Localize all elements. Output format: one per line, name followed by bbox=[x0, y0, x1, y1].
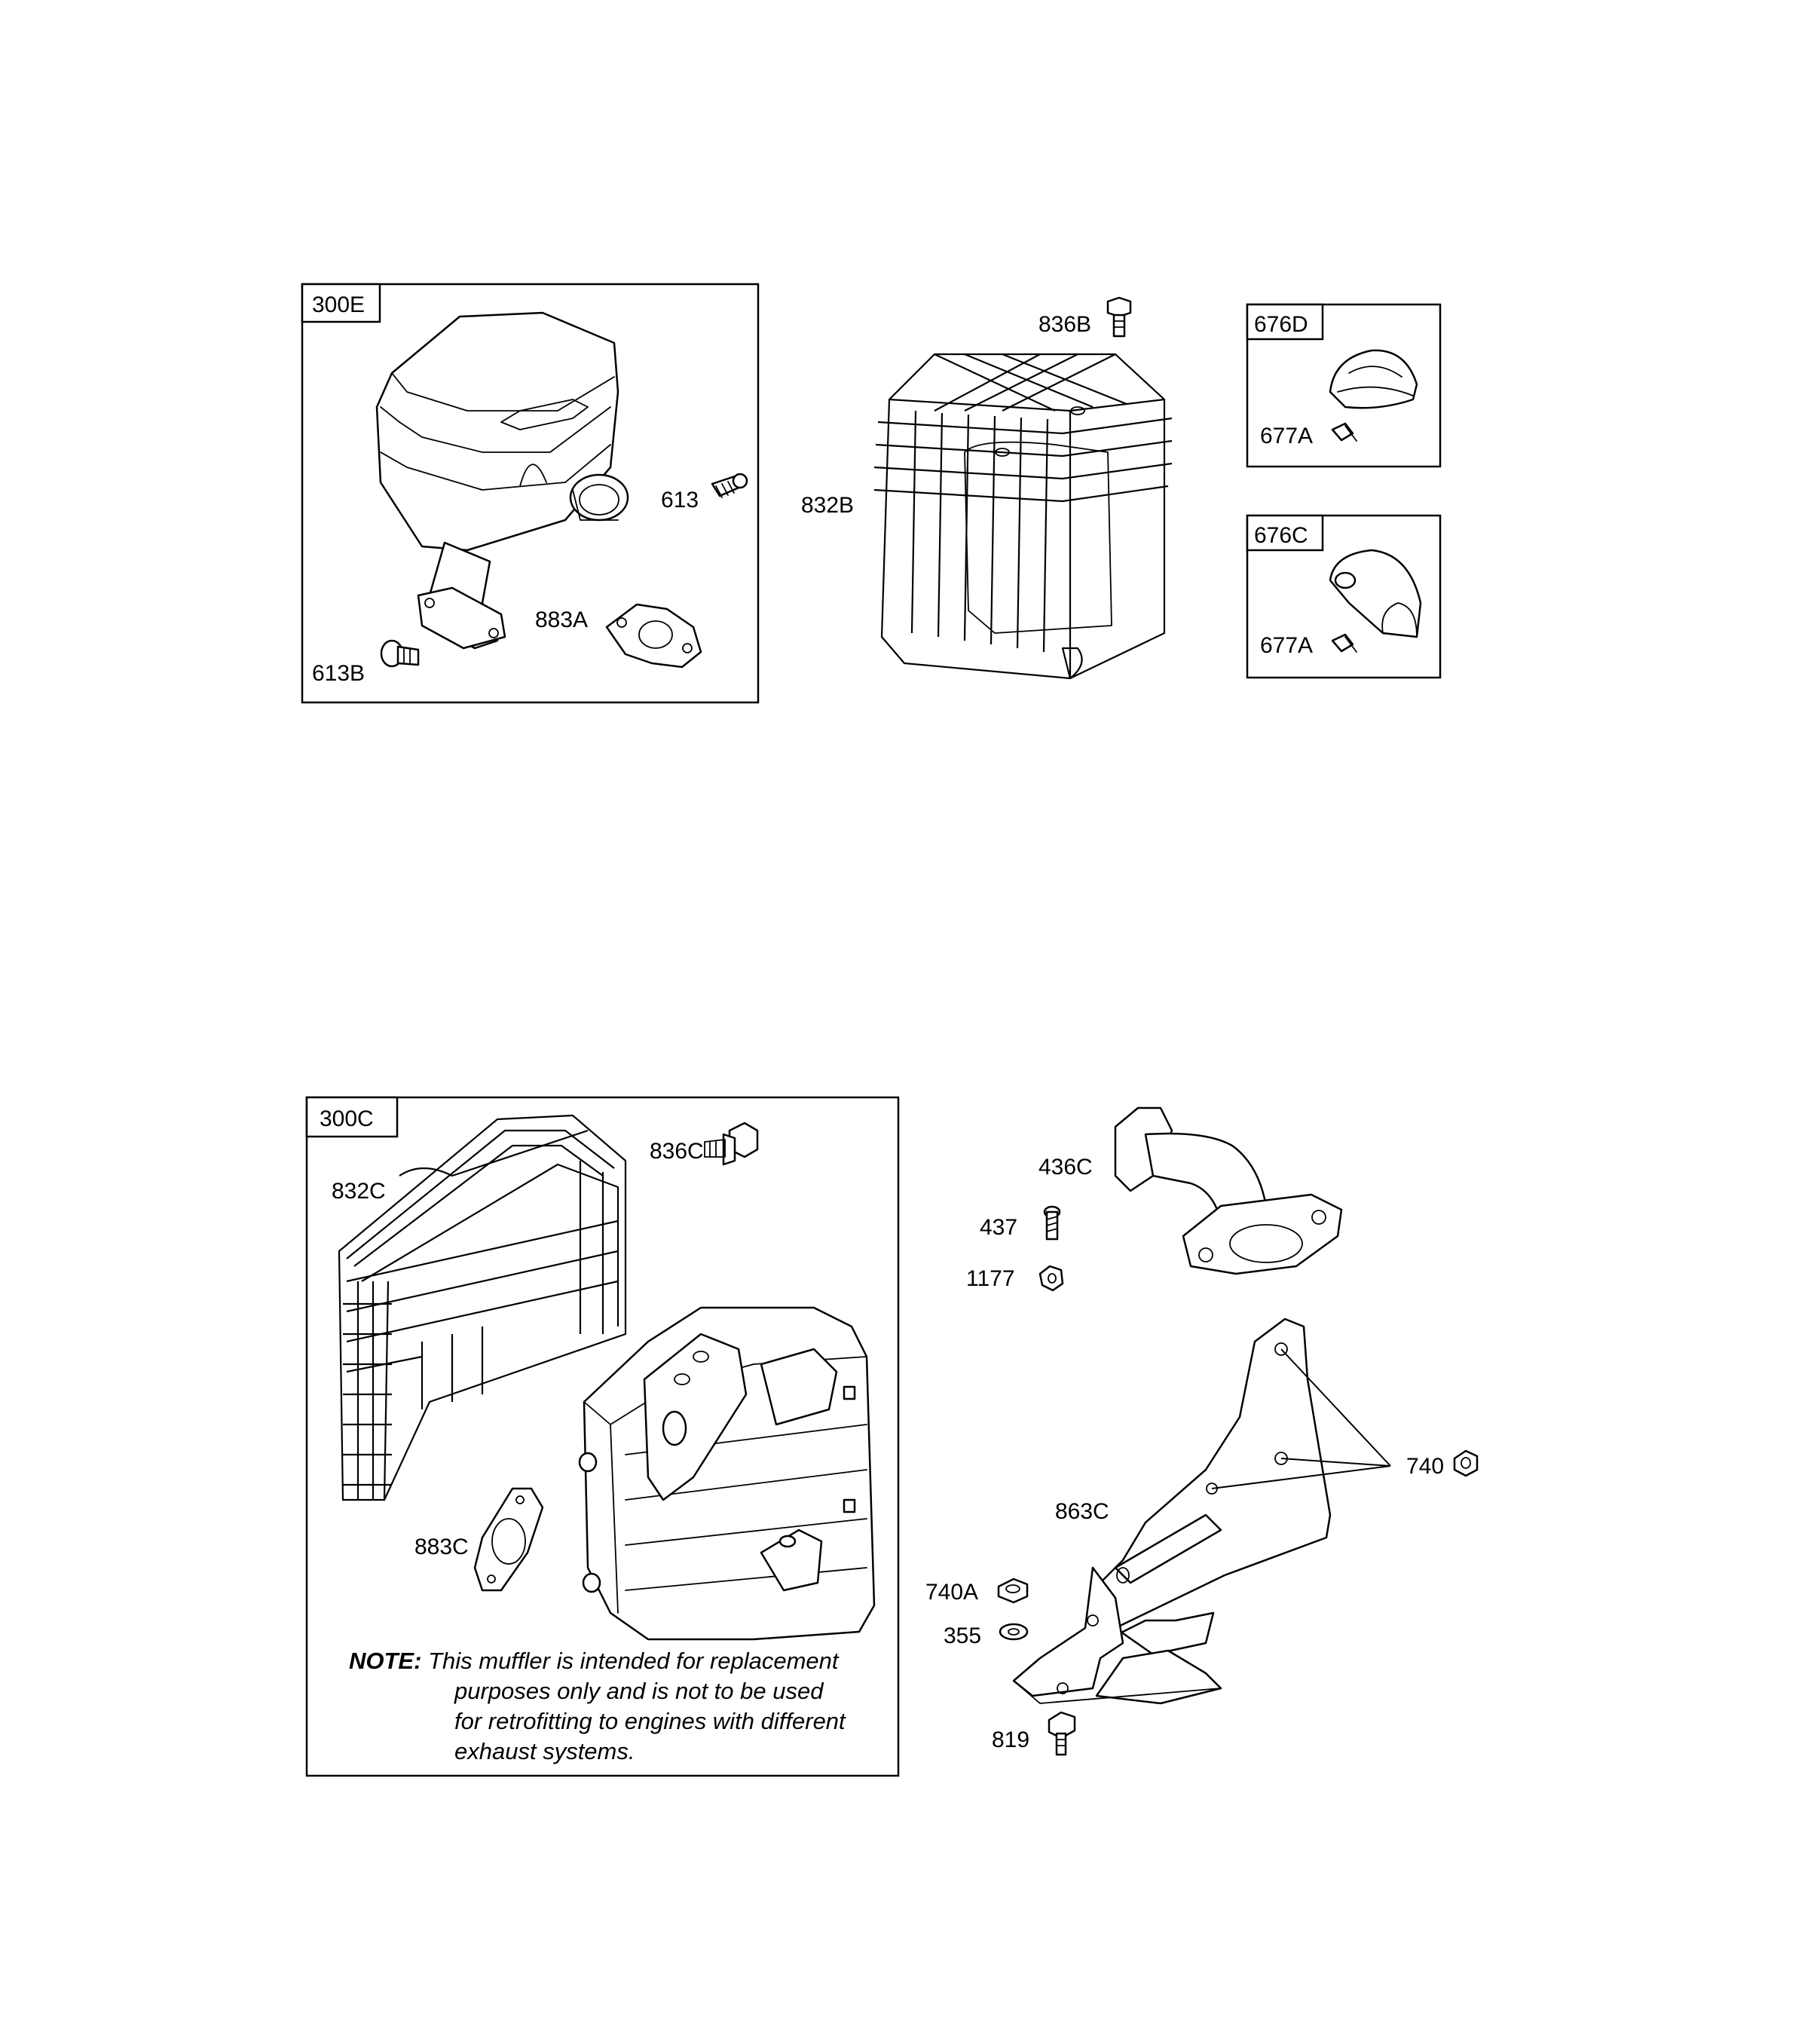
kit-300c-box bbox=[305, 1096, 900, 1777]
gasket-883a bbox=[605, 603, 702, 669]
nut-740a bbox=[997, 1578, 1029, 1604]
kit-676d-tag bbox=[1246, 303, 1324, 341]
label-437: 437 bbox=[980, 1215, 1017, 1240]
bolt-819 bbox=[1048, 1711, 1076, 1756]
kit-676c-tag bbox=[1246, 514, 1324, 552]
label-836b: 836B bbox=[1038, 312, 1091, 337]
label-832c: 832C bbox=[332, 1179, 386, 1204]
wire-cage-832c bbox=[338, 1114, 627, 1501]
label-836c: 836C bbox=[650, 1139, 704, 1164]
wire-cage-832b bbox=[873, 353, 1173, 680]
bolt-613b bbox=[380, 639, 420, 668]
replacement-note: NOTE: This muffler is intended for repla… bbox=[349, 1646, 892, 1767]
label-740a: 740A bbox=[925, 1580, 978, 1605]
kit-300e-tag bbox=[301, 283, 381, 323]
label-740: 740 bbox=[1406, 1454, 1444, 1479]
label-613b: 613B bbox=[312, 661, 365, 686]
label-1177: 1177 bbox=[966, 1266, 1015, 1291]
kit-676d-box bbox=[1246, 303, 1442, 468]
kit-300e-group: 300E 613 bbox=[301, 283, 760, 704]
screw-677a-bottom bbox=[1331, 633, 1357, 653]
label-883a: 883A bbox=[535, 607, 588, 632]
gasket-883c bbox=[473, 1487, 544, 1592]
nut-740 bbox=[1211, 1348, 1479, 1489]
note-line-3: for retrofitting to engines with differe… bbox=[454, 1708, 846, 1734]
label-676d: 676D bbox=[1254, 312, 1308, 337]
screw-677a-top bbox=[1331, 422, 1357, 442]
bracket-863c bbox=[1012, 1317, 1332, 1705]
kit-300c-tag bbox=[305, 1096, 399, 1138]
note-heading: NOTE: bbox=[349, 1648, 422, 1674]
label-883c: 883C bbox=[414, 1535, 469, 1559]
muffler-300c-illustration bbox=[578, 1306, 876, 1641]
screw-437 bbox=[1043, 1205, 1061, 1241]
label-677a-bottom: 677A bbox=[1260, 633, 1313, 658]
label-863c: 863C bbox=[1055, 1499, 1109, 1524]
label-819: 819 bbox=[992, 1727, 1029, 1752]
label-613: 613 bbox=[661, 488, 699, 513]
nut-1177 bbox=[1038, 1265, 1064, 1292]
muffler-300e-illustration bbox=[375, 311, 629, 650]
kit-676c-group: 676C 677A bbox=[1246, 514, 1442, 679]
label-832b: 832B bbox=[801, 493, 854, 518]
label-300e: 300E bbox=[312, 292, 365, 317]
spark-arrester-676c bbox=[1329, 549, 1422, 638]
note-line-1: This muffler is intended for replacement bbox=[428, 1648, 839, 1674]
kit-676c-box bbox=[1246, 514, 1442, 679]
screw-836b bbox=[1106, 296, 1132, 338]
label-677a-top: 677A bbox=[1260, 424, 1313, 448]
label-300c: 300C bbox=[320, 1106, 374, 1131]
kit-676d-group: 676D 677A bbox=[1246, 303, 1442, 468]
screw-613 bbox=[711, 473, 748, 498]
screw-836c bbox=[704, 1122, 759, 1166]
label-355: 355 bbox=[944, 1623, 981, 1648]
spark-arrester-676d bbox=[1329, 349, 1418, 409]
exhaust-pipe-436c bbox=[1114, 1106, 1343, 1275]
kit-300c-group: 300C 832C 836C bbox=[305, 1096, 900, 1777]
washer-355 bbox=[999, 1623, 1029, 1641]
label-436c: 436C bbox=[1038, 1155, 1093, 1180]
note-line-4: exhaust systems. bbox=[454, 1738, 635, 1764]
label-676c: 676C bbox=[1254, 523, 1308, 548]
cage-832b-group: 836B 832B bbox=[801, 296, 1173, 680]
note-line-2: purposes only and is not to be used bbox=[454, 1678, 824, 1704]
kit-300e-box bbox=[301, 283, 760, 704]
